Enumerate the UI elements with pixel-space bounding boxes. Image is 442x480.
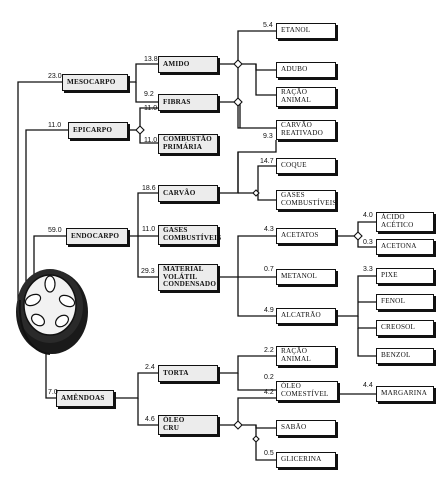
value-combustao: 11.0	[144, 137, 158, 144]
node-oleo-cru: ÓLEO CRU	[158, 415, 218, 435]
node-creosol: CREOSOL	[376, 320, 434, 336]
node-fenol: FENOL	[376, 294, 434, 310]
node-combustao-primaria: COMBUSTÃO PRIMÁRIA	[158, 134, 218, 154]
node-acetona: ACETONA	[376, 239, 434, 255]
node-margarina: MARGARINA	[376, 386, 434, 402]
value-acetona: 0.3	[363, 239, 373, 246]
node-mesocarpo: MESOCARPO	[62, 74, 128, 91]
node-acetatos: ACETATOS	[276, 228, 336, 244]
node-racao-animal-2: RAÇÃO ANIMAL	[276, 346, 336, 366]
value-torta: 2.4	[145, 364, 155, 371]
value-pixe: 3.3	[363, 266, 373, 273]
node-material-volatil: MATERIAL VOLÁTIL CONDENSADO	[158, 264, 218, 291]
node-torta: TORTA	[158, 365, 218, 382]
value-fibras-meso: 9.2	[144, 91, 154, 98]
node-acido-acetico: ÁCIDO ACÉTICO	[376, 212, 434, 232]
node-racao-animal: RAÇÃO ANIMAL	[276, 87, 336, 107]
node-oleo-comestivel: ÓLEO COMESTÍVEL	[276, 381, 338, 401]
value-etanol: 5.4	[263, 22, 273, 29]
value-amendoas: 7.0	[48, 389, 58, 396]
node-alcatrao: ALCATRÃO	[276, 308, 336, 324]
babassu-nut-illustration	[16, 269, 88, 355]
node-endocarpo: ENDOCARPO	[66, 228, 128, 245]
node-gases-combustiveis: GASES COMBUSTÍVEIS	[276, 190, 336, 210]
value-oleo-comest-a: 0.2	[264, 374, 274, 381]
value-glicerina: 0.5	[264, 450, 274, 457]
node-coque: COQUE	[276, 158, 336, 174]
node-glicerina: GLICERINA	[276, 452, 336, 468]
value-margarina: 4.4	[363, 382, 373, 389]
value-oleo-comest-b: 4.2	[264, 389, 274, 396]
value-amido: 13.8	[144, 56, 158, 63]
node-amido: AMIDO	[158, 56, 218, 73]
value-coque: 14.7	[260, 158, 274, 165]
value-fibras-epi: 11.0	[144, 105, 158, 112]
node-epicarpo: EPICARPO	[68, 122, 128, 139]
node-fibras: FIBRAS	[158, 94, 218, 111]
node-gases-combustiveis-endo: GASES COMBUSTÍVEIS	[158, 225, 221, 245]
node-amendoas: AMÊNDOAS	[56, 390, 114, 407]
value-oleo-cru: 4.6	[145, 416, 155, 423]
node-carvao: CARVÃO	[158, 185, 218, 202]
value-carvao-reat: 9.3	[263, 133, 273, 140]
value-metanol: 0.7	[264, 266, 274, 273]
node-carvao-reativado: CARVÃO REATIVADO	[276, 120, 336, 140]
value-carvao: 18.6	[142, 185, 156, 192]
value-acido: 4.0	[363, 212, 373, 219]
value-racao-animal-2: 2.2	[264, 347, 274, 354]
value-epicarpo: 11.0	[48, 122, 62, 129]
node-pixe: PIXE	[376, 268, 434, 284]
node-adubo: ADUBO	[276, 62, 336, 78]
value-acetatos: 4.3	[264, 226, 274, 233]
value-mesocarpo: 23.0	[48, 73, 62, 80]
node-etanol: ETANOL	[276, 23, 336, 39]
node-sabao: SABÃO	[276, 420, 336, 436]
value-endocarpo: 59.0	[48, 227, 62, 234]
node-metanol: METANOL	[276, 269, 336, 285]
value-gases: 11.0	[142, 226, 156, 233]
value-material: 29.3	[141, 268, 155, 275]
node-benzol: BENZOL	[376, 348, 434, 364]
value-alcatrao: 4.9	[264, 307, 274, 314]
